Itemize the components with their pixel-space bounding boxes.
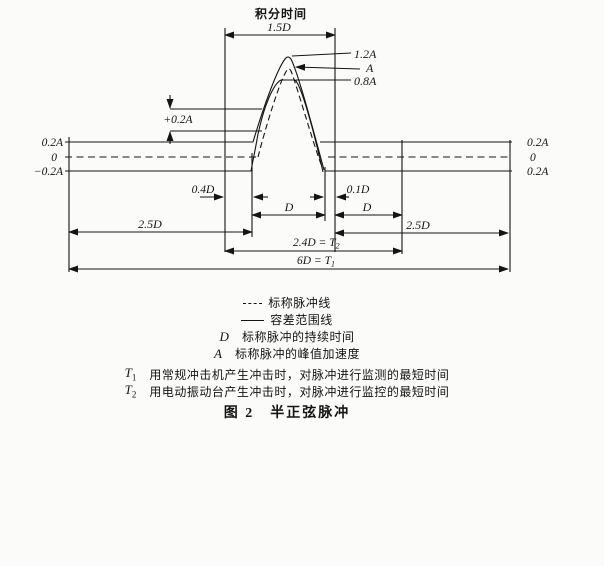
dim-label-d-left: D <box>284 200 294 214</box>
legend-row-tolerance-line: 容差范围线 <box>0 313 574 327</box>
diagram-lines <box>65 28 512 273</box>
legend-row-t2: T2 用电动振动台产生冲击时，对脉冲进行监控的最短时间 <box>0 383 574 402</box>
tolerance-label-plus-0-2a: +0.2A <box>163 114 193 126</box>
dim-label-1-5d: 1.5D <box>267 20 291 34</box>
axis-label-left-upper: 0.2A <box>42 137 64 149</box>
symbol-t2-main: T <box>124 382 132 397</box>
legend-label: 用电动振动台产生冲击时，对脉冲进行监控的最短时间 <box>149 385 450 400</box>
axis-label-right-upper: 0.2A <box>527 137 549 149</box>
dim-label-0-1d: 0.1D <box>347 184 370 196</box>
symbol-t2: T2 <box>125 383 137 402</box>
symbol-t1-sub: 1 <box>131 372 137 383</box>
integration-time-label: 积分时间 <box>255 6 307 21</box>
legend-row-nominal-line: 标称脉冲线 <box>0 296 574 310</box>
axis-label-left-zero: 0 <box>51 152 57 164</box>
dim-label-2-4d-t2: 2.4D = T2 <box>293 237 340 251</box>
axis-label-right-lower: 0.2A <box>527 166 549 178</box>
legend-label: 标称脉冲的持续时间 <box>241 330 355 344</box>
peak-label-1-2a: 1.2A <box>354 47 377 61</box>
legend-row-t1: T1 用常规冲击机产生冲击时，对脉冲进行监测的最短时间 <box>0 366 574 385</box>
legend-row-peak-acceleration: A 标称脉冲的峰值加速度 <box>0 346 574 362</box>
dim-label-d-right: D <box>362 200 372 214</box>
dim-label-2-5d-right: 2.5D <box>406 218 430 232</box>
dim-label-2-4d-main: 2.4D = T <box>293 237 337 249</box>
symbol-d: D <box>219 329 229 344</box>
dim-label-6d-sub: 1 <box>331 260 335 269</box>
axis-label-left-lower: −0.2A <box>34 166 64 178</box>
legend-row-duration: D 标称脉冲的持续时间 <box>0 329 574 345</box>
legend-label: 标称脉冲的峰值加速度 <box>234 347 360 361</box>
solid-line-symbol <box>241 319 265 321</box>
nominal-pulse-curve <box>257 68 323 168</box>
symbol-t1: T1 <box>125 366 137 385</box>
figure-caption: 图 2 半正弦脉冲 <box>223 406 351 421</box>
symbol-t2-sub: 2 <box>131 389 137 400</box>
leader-1-2a <box>291 52 352 57</box>
leader-a-arrow <box>295 63 361 71</box>
peak-label-a: A <box>365 61 374 75</box>
dim-label-0-4d: 0.4D <box>192 184 215 196</box>
axis-label-right-zero: 0 <box>530 152 536 164</box>
lower-tolerance-pulse-curve <box>250 79 324 173</box>
symbol-t1-main: T <box>124 365 132 380</box>
symbol-a: A <box>214 346 222 361</box>
legend-label: 容差范围线 <box>270 313 333 327</box>
peak-label-0-8a: 0.8A <box>354 74 377 88</box>
dim-label-2-5d-left: 2.5D <box>138 217 162 231</box>
dim-label-2-4d-sub: 2 <box>336 242 340 251</box>
figure-page: 嘉峪检测网 AnyTesting.com <box>0 6 574 421</box>
dashed-line-symbol <box>243 302 263 304</box>
legend-label: 用常规冲击机产生冲击时，对脉冲进行监测的最短时间 <box>149 368 450 383</box>
dim-label-6d-t1: 6D = T1 <box>297 255 335 269</box>
dim-label-6d-main: 6D = T <box>297 255 333 267</box>
legend-label: 标称脉冲线 <box>268 296 331 310</box>
half-sine-pulse-diagram: 积分时间 1.5D 1.2A A 0.8A +0.2A 0.2A 0 −0.2A… <box>34 6 549 273</box>
